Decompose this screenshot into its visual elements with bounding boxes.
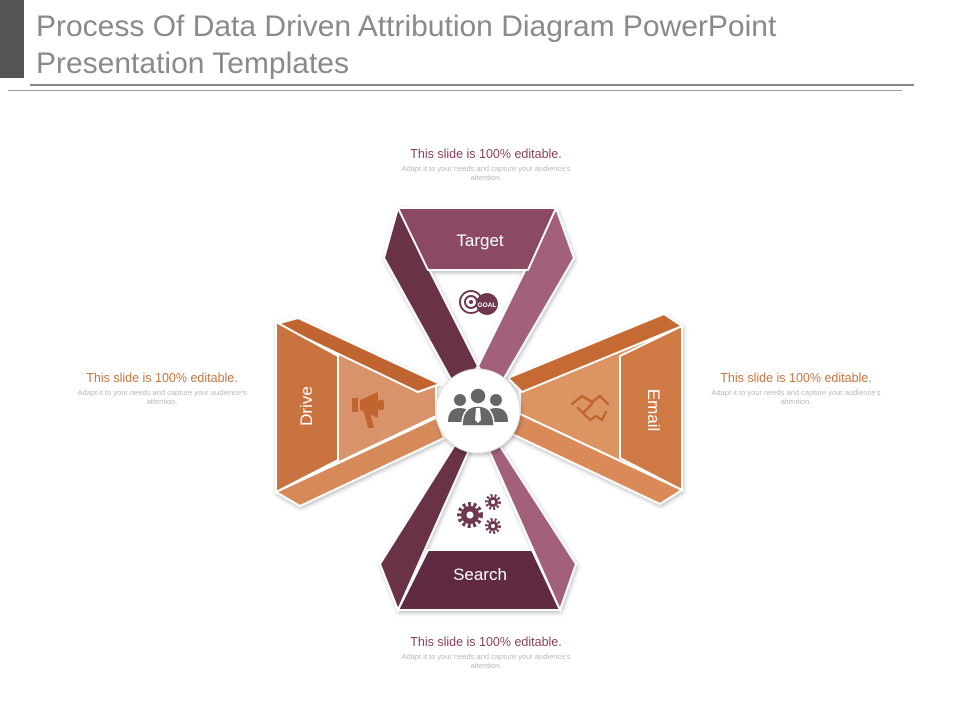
email-ribbon (506, 312, 685, 506)
callout-right-body: Adapt it to your needs and capture your … (711, 388, 881, 406)
drive-label: Drive (297, 386, 316, 426)
callout-top: This slide is 100% editable. Adapt it to… (386, 147, 586, 182)
megaphone-icon (352, 392, 384, 428)
goal-target-icon: GOAL (459, 290, 498, 315)
target-ribbon (382, 205, 576, 394)
title-underline-thin (8, 90, 902, 91)
callout-bottom-body: Adapt it to your needs and capture your … (401, 652, 571, 670)
callout-top-body: Adapt it to your needs and capture your … (401, 164, 571, 182)
email-label: Email (644, 389, 663, 432)
title-underline (30, 84, 914, 86)
search-ribbon (378, 427, 578, 613)
callout-left-body: Adapt it to your needs and capture your … (77, 388, 247, 406)
callout-bottom: This slide is 100% editable. Adapt it to… (386, 635, 586, 670)
gears-icon (457, 494, 501, 534)
callout-left: This slide is 100% editable. Adapt it to… (62, 371, 262, 406)
callout-right-heading: This slide is 100% editable. (720, 371, 872, 385)
title-accent-bar (0, 0, 24, 78)
callout-left-heading: This slide is 100% editable. (86, 371, 238, 385)
callout-right: This slide is 100% editable. Adapt it to… (696, 371, 896, 406)
callout-bottom-heading: This slide is 100% editable. (410, 635, 562, 649)
team-icon (448, 387, 508, 427)
goal-badge-text: GOAL (478, 302, 497, 309)
search-label: Search (453, 565, 507, 584)
target-label: Target (456, 231, 504, 250)
slide-title: Process Of Data Driven Attribution Diagr… (36, 10, 777, 80)
callout-top-heading: This slide is 100% editable. (410, 147, 562, 161)
handshake-icon (570, 394, 610, 422)
